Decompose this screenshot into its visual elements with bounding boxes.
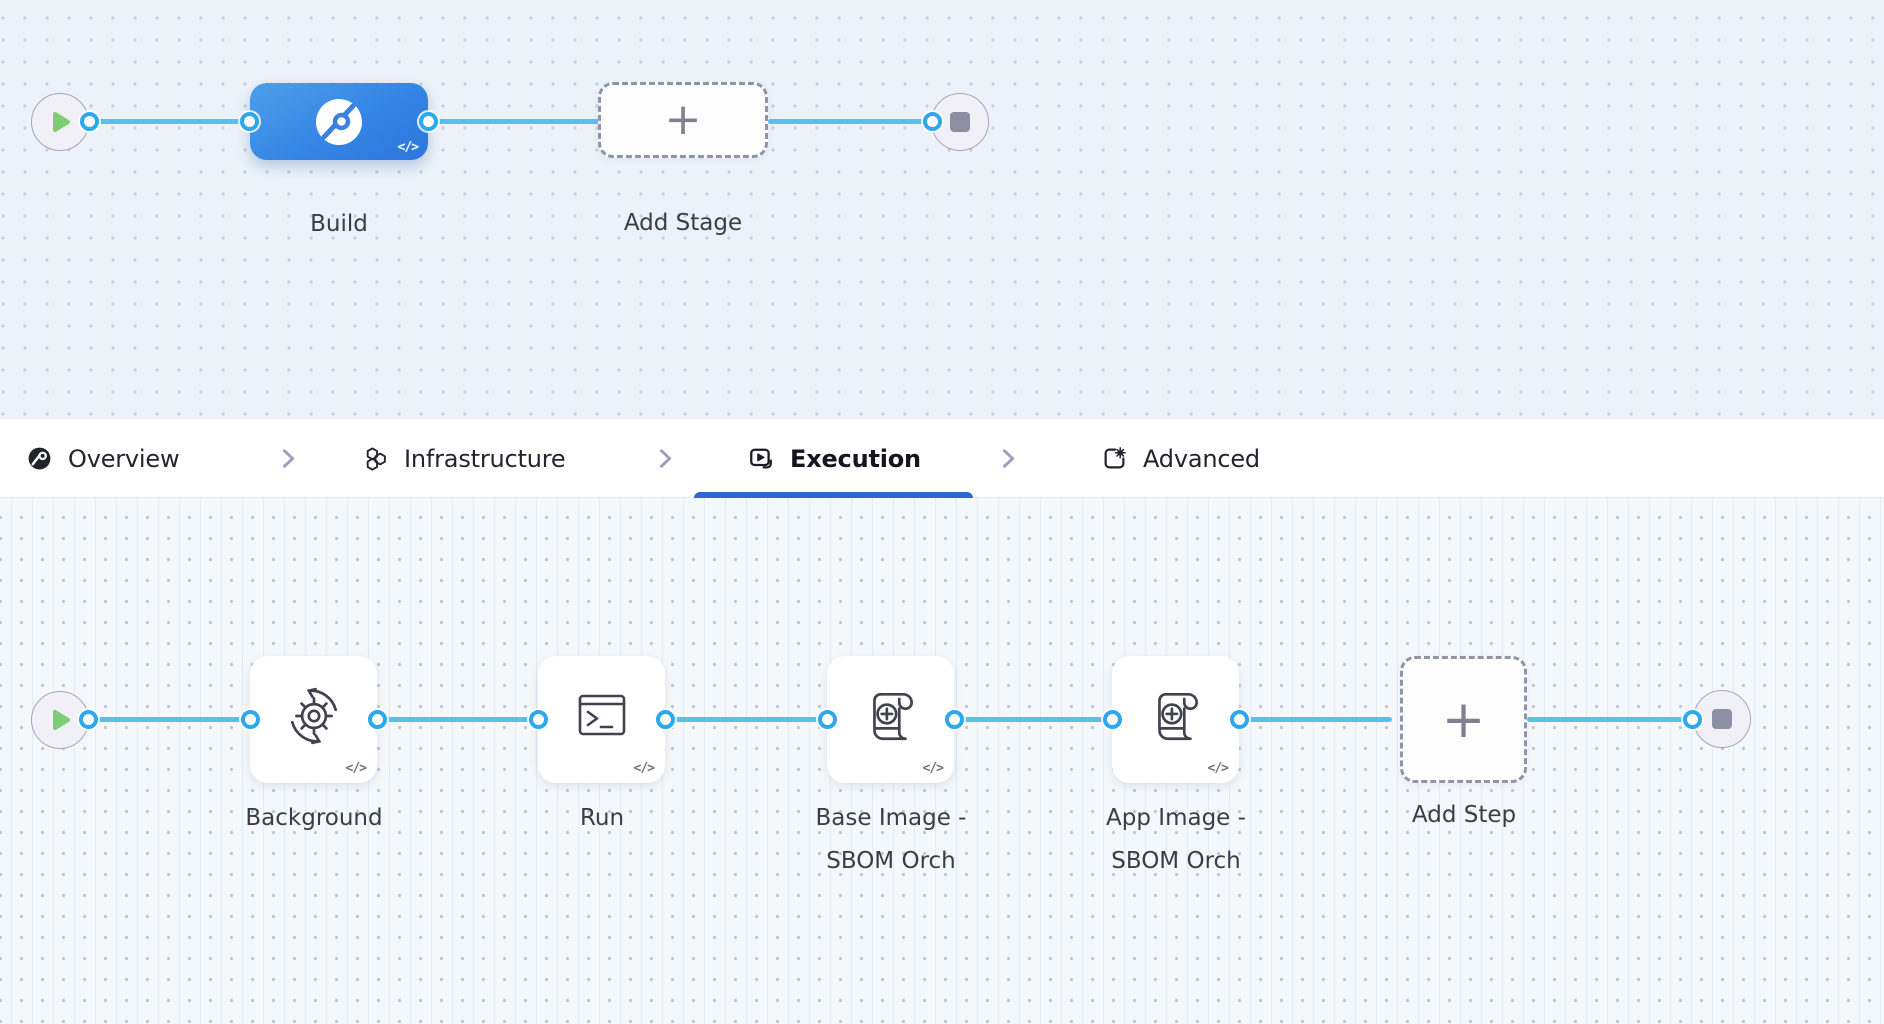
port-background-in[interactable] (241, 710, 260, 729)
step-label-line2: SBOM Orch (1111, 848, 1241, 874)
infrastructure-icon (366, 447, 386, 471)
stage-node-build[interactable]: </> (250, 83, 428, 160)
pipeline-end-node[interactable] (931, 93, 989, 151)
execution-canvas[interactable]: </> </> (0, 498, 1884, 1024)
overview-icon (28, 447, 51, 470)
port-start-out[interactable] (79, 710, 98, 729)
port-background-out[interactable] (368, 710, 387, 729)
add-stage-label: Add Stage (623, 210, 743, 236)
run-terminal-icon (578, 694, 625, 735)
port-run-out[interactable] (656, 710, 675, 729)
tab-overview-label: Overview (68, 444, 180, 473)
port-baseimage-out[interactable] (945, 710, 964, 729)
stop-icon (950, 112, 970, 132)
execution-end-node[interactable] (1693, 690, 1751, 748)
port-baseimage-in[interactable] (818, 710, 837, 729)
step-label-base-image: Base Image - SBOM Orch (761, 797, 1021, 883)
sbom-scroll-icon (872, 692, 913, 740)
step-label-background: Background (245, 805, 383, 831)
port-build-out[interactable] (419, 112, 438, 131)
step-label-line2: SBOM Orch (826, 848, 956, 874)
tab-execution[interactable]: Execution (748, 419, 921, 498)
port-build-in[interactable] (240, 112, 259, 131)
port-run-in[interactable] (529, 710, 548, 729)
step-label-app-image: App Image - SBOM Orch (1046, 797, 1306, 883)
edge-appimage-to-addstep (1247, 717, 1392, 722)
edge-addstage-to-end (768, 119, 926, 124)
tab-infrastructure[interactable]: Infrastructure (363, 419, 566, 498)
stage-canvas[interactable]: </> + Build Add Stage (0, 0, 1884, 418)
add-step-button[interactable]: + (1400, 656, 1527, 783)
step-node-base-image-sbom-orch[interactable]: </> (827, 656, 954, 783)
active-tab-underline (694, 492, 973, 498)
port-end-in[interactable] (1683, 710, 1702, 729)
stage-label-build: Build (310, 211, 368, 237)
step-node-background[interactable]: </> (250, 656, 377, 783)
add-step-label: Add Step (1411, 802, 1517, 828)
yaml-code-glyph: </> (633, 761, 656, 776)
tab-advanced-label: Advanced (1143, 444, 1260, 473)
plus-icon: + (1441, 689, 1486, 750)
tab-overview[interactable]: Overview (27, 419, 180, 498)
yaml-code-glyph: </> (345, 761, 368, 776)
step-node-app-image-sbom-orch[interactable]: </> (1112, 656, 1239, 783)
edge-addstep-to-end (1527, 717, 1684, 722)
stage-tab-bar: Overview Infrastructure (0, 418, 1884, 498)
chevron-right-icon (1002, 449, 1015, 468)
stop-icon (1712, 709, 1732, 729)
sbom-scroll-icon (1157, 692, 1198, 740)
port-end-in[interactable] (923, 112, 942, 131)
advanced-icon (1104, 447, 1126, 469)
edge-start-to-background (95, 717, 242, 722)
edge-baseimage-to-appimage (962, 717, 1104, 722)
build-stage-icon (316, 98, 362, 145)
step-label-run: Run (579, 805, 625, 831)
execution-icon (750, 448, 772, 468)
add-stage-button[interactable]: + (598, 82, 768, 158)
pipeline-start-node[interactable] (31, 93, 89, 151)
edge-start-to-build (94, 119, 244, 124)
port-appimage-in[interactable] (1103, 710, 1122, 729)
step-node-run[interactable]: </> (538, 656, 665, 783)
chevron-right-icon (282, 449, 295, 468)
yaml-code-glyph: </> (397, 140, 420, 155)
port-start-out[interactable] (80, 112, 99, 131)
edge-background-to-run (385, 717, 530, 722)
tab-advanced[interactable]: Advanced (1102, 419, 1260, 498)
chevron-right-icon (659, 449, 672, 468)
background-service-icon (290, 687, 337, 744)
step-label-line1: App Image - (1106, 805, 1246, 831)
port-appimage-out[interactable] (1230, 710, 1249, 729)
edge-build-to-addstage (437, 119, 600, 124)
yaml-code-glyph: </> (922, 761, 945, 776)
edge-run-to-baseimage (673, 717, 819, 722)
tab-execution-label: Execution (790, 444, 921, 473)
yaml-code-glyph: </> (1207, 761, 1230, 776)
plus-icon: + (664, 94, 702, 145)
tab-infrastructure-label: Infrastructure (404, 444, 566, 473)
play-icon (53, 112, 70, 132)
step-label-line1: Base Image - (815, 805, 967, 831)
play-icon (53, 710, 70, 730)
